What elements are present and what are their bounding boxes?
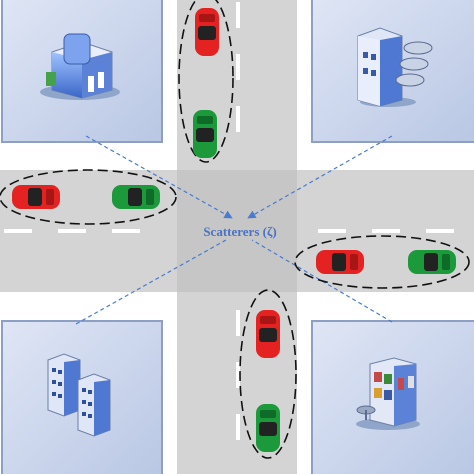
car-south-red: [256, 310, 280, 358]
car-north-red: [195, 8, 219, 56]
car-east-green: [408, 250, 456, 274]
car-south-green: [256, 404, 280, 452]
block-bottom-left: [1, 320, 163, 474]
north-vertical-group: [178, 0, 234, 163]
car-north-green: [193, 110, 217, 158]
scatter-arrows: [75, 135, 393, 325]
car-west-red: [12, 185, 60, 209]
west-horizontal-group: [0, 169, 177, 225]
lane-markings: [4, 2, 454, 440]
arrow-bottom-right: [251, 239, 393, 323]
twin-tower-building-icon: [47, 353, 111, 437]
car-west-green: [112, 185, 160, 209]
storefront-building-icon: [356, 357, 420, 430]
south-vertical-group: [239, 289, 297, 459]
satellite-tower-building-icon: [357, 27, 433, 107]
office-building-icon: [40, 33, 120, 100]
car-east-red: [316, 250, 364, 274]
vehicle-group-outlines: [0, 0, 470, 459]
scatterers-label: Scatterers (ζ): [203, 224, 276, 239]
east-horizontal-group: [294, 235, 470, 289]
intersection-area: [177, 170, 297, 292]
arrow-bottom-left: [75, 239, 227, 325]
